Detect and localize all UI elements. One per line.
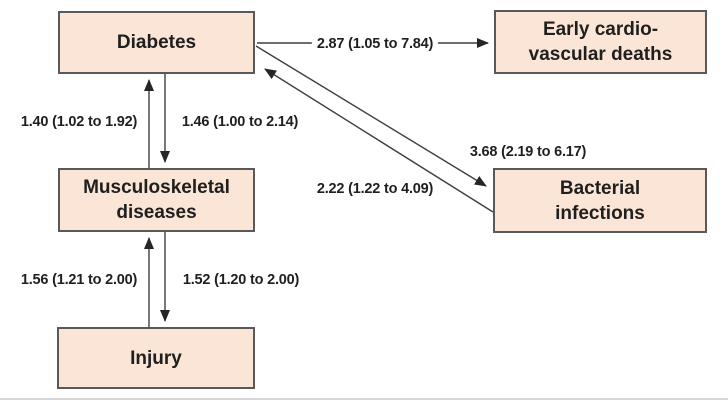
edge-label-diabetes-to-bacterial: 3.68 (2.19 to 6.17) xyxy=(469,144,587,160)
node-early-cv-deaths-label: Early cardio- xyxy=(542,19,659,40)
edge-label-bacterial-to-diabetes: 2.22 (1.22 to 4.09) xyxy=(311,181,439,197)
arrow-diabetes-to-bacterial xyxy=(255,45,487,187)
node-early-cv-deaths: Early cardio- vascular deaths xyxy=(494,10,707,74)
node-diabetes-label: Diabetes xyxy=(116,32,197,53)
edge-label-diabetes-to-musculoskeletal: 1.46 (1.00 to 2.14) xyxy=(176,114,304,130)
node-injury-label: Injury xyxy=(130,347,182,369)
edge-label-injury-to-musculoskeletal: 1.56 (1.21 to 2.00) xyxy=(15,272,143,288)
edge-label-musculoskeletal-to-injury: 1.52 (1.20 to 2.00) xyxy=(177,272,305,288)
edge-label-diabetes-to-early-cv-deaths: 2.87 (1.05 to 7.84) xyxy=(311,36,439,52)
node-injury: Injury xyxy=(57,327,255,389)
node-musculoskeletal: Musculoskeletal diseases xyxy=(58,168,255,232)
node-bacterial: Bacterial infections xyxy=(493,168,707,233)
node-bacterial-label: Bacterial xyxy=(559,177,641,199)
arrow-bacterial-to-diabetes xyxy=(264,68,494,213)
edge-label-musculoskeletal-to-diabetes: 1.40 (1.02 to 1.92) xyxy=(15,114,143,130)
node-diabetes: Diabetes xyxy=(58,11,255,74)
bottom-rule xyxy=(0,398,728,400)
node-musculoskeletal-label: Musculoskeletal xyxy=(83,177,230,198)
